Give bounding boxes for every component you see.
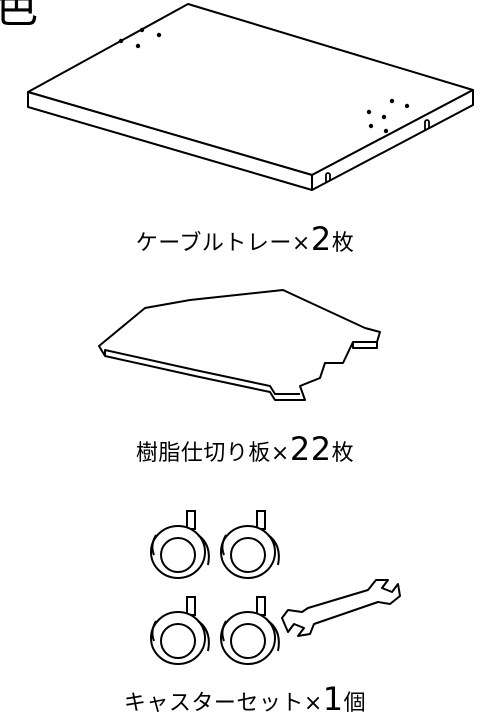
resin-divider-unit: 枚 — [331, 441, 355, 466]
caster-set-unit: 個 — [343, 691, 367, 716]
cable-tray-qty: 2 — [310, 220, 332, 258]
resin-divider-caption: 樹脂仕切り板×22枚 — [0, 430, 490, 468]
resin-divider-qty: 22 — [289, 430, 332, 468]
caster-wheel — [150, 510, 210, 579]
resin-divider-illustration — [95, 288, 390, 413]
caster-set-illustration — [150, 510, 410, 665]
page-title-fragment: 色 — [0, 0, 38, 33]
caster-wheel — [150, 596, 210, 665]
cable-tray-caption: ケーブルトレー×2枚 — [0, 220, 490, 258]
cable-tray-unit: 枚 — [331, 231, 355, 256]
caster-set-label: キャスターセット× — [123, 691, 323, 716]
resin-divider-label: 樹脂仕切り板× — [135, 441, 290, 466]
cable-tray-illustration — [20, 0, 480, 200]
caster-set-qty: 1 — [322, 680, 344, 718]
caster-wheel — [220, 510, 280, 579]
cable-tray-label: ケーブルトレー× — [135, 231, 311, 256]
caster-wheel — [220, 596, 280, 665]
caster-set-caption: キャスターセット×1個 — [0, 680, 490, 718]
spanner-icon — [282, 580, 400, 636]
